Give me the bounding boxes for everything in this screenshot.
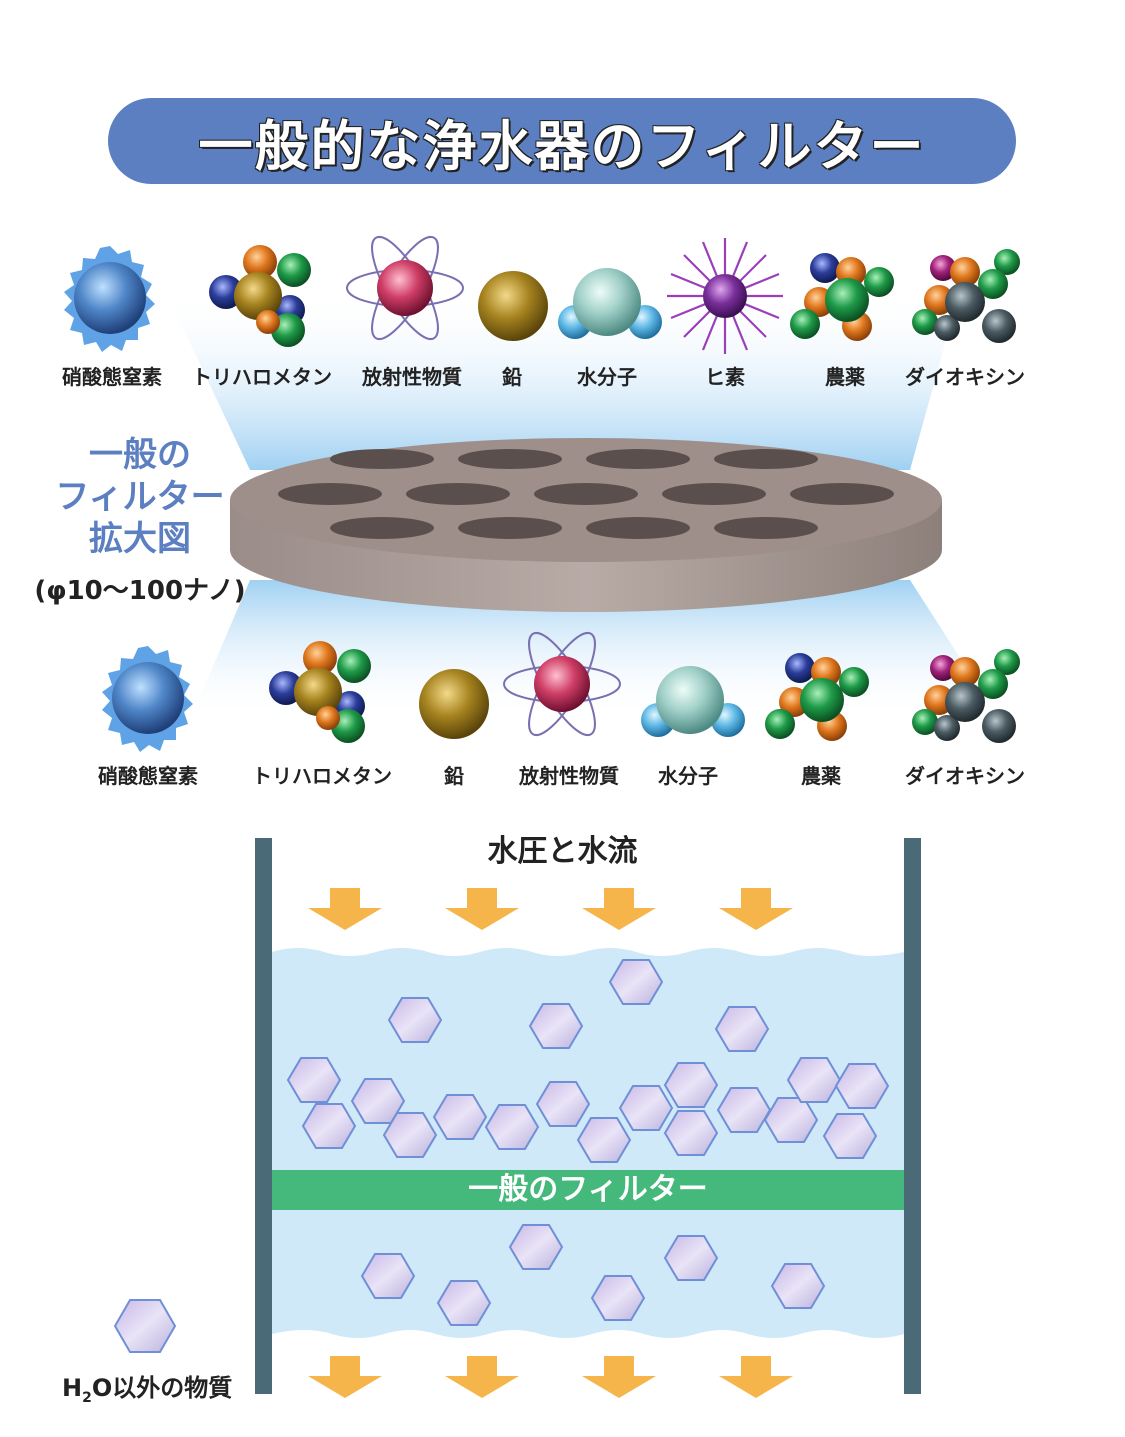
filter-label-line-2: フィルター (55, 477, 225, 517)
filter-label-line-1: 一般の (89, 435, 191, 475)
bottom-label-pesticide: 農薬 (801, 764, 841, 788)
particle (528, 1003, 584, 1049)
particle (301, 1103, 357, 1149)
water-molecule (558, 268, 662, 339)
title-banner: 一般的な浄水器のフィルター (108, 98, 1016, 184)
top-label-radioactive: 放射性物質 (362, 365, 462, 389)
arrow-down-icon (582, 1356, 656, 1398)
particle (576, 1117, 632, 1163)
particle (382, 1112, 438, 1158)
particle (387, 997, 443, 1043)
particle (663, 1110, 719, 1156)
particle (822, 1113, 878, 1159)
particle (834, 1063, 890, 1109)
top-label-lead: 鉛 (502, 365, 522, 389)
arrow-down-icon (445, 1356, 519, 1398)
particle (590, 1275, 646, 1321)
pesticide-molecule (790, 253, 894, 341)
particle (508, 1224, 564, 1270)
filter-label-line-3: 拡大図 (89, 519, 191, 559)
arrow-down-icon (719, 1356, 793, 1398)
radioactive-atom-filtered (503, 631, 621, 737)
particle (350, 1078, 406, 1124)
arrow-down-icon (308, 888, 382, 930)
lead-molecule-filtered (419, 669, 489, 739)
filter-bar-label: 一般のフィルター (468, 1172, 708, 1207)
water-molecule-filtered (641, 666, 745, 737)
bottom-label-trihalomethane: トリハロメタン (252, 764, 392, 788)
particle (436, 1280, 492, 1326)
bottom-label-radioactive: 放射性物質 (519, 764, 619, 788)
bottom-label-water: 水分子 (658, 764, 718, 788)
particle (608, 959, 664, 1005)
radioactive-atom (346, 235, 464, 341)
legend-h: H (62, 1374, 83, 1402)
filter-size-note: (φ10〜100ナノ) (34, 576, 246, 606)
nitrate-molecule-filtered (102, 646, 193, 752)
arrow-down-icon (445, 888, 519, 930)
bottom-label-lead: 鉛 (444, 764, 464, 788)
particle (535, 1081, 591, 1127)
particle (763, 1097, 819, 1143)
bottom-label-nitrate: 硝酸態窒素 (98, 764, 198, 788)
light-beam-top (165, 290, 960, 470)
pesticide-molecule-filtered (765, 653, 869, 741)
filter-magnified-label: 一般の フィルター 拡大図 (20, 434, 260, 560)
left-wall (255, 838, 272, 1394)
particle (770, 1263, 826, 1309)
filter-bar (272, 1170, 904, 1210)
flow-diagram (113, 838, 921, 1398)
top-label-dioxin: ダイオキシン (905, 365, 1025, 389)
dioxin-molecule-filtered (912, 649, 1020, 743)
legend-label: H2O以外の物質 (62, 1368, 232, 1406)
particles (286, 959, 890, 1326)
particle (432, 1094, 488, 1140)
inflow-arrows (308, 888, 793, 930)
top-label-trihalomethane: トリハロメタン (192, 365, 332, 389)
arrow-down-icon (719, 888, 793, 930)
top-label-pesticide: 農薬 (825, 365, 865, 389)
lead-molecule (478, 271, 548, 341)
particle (714, 1006, 770, 1052)
particle (663, 1235, 719, 1281)
outflow-arrows (308, 1356, 793, 1398)
legend-hex-icon (113, 1299, 177, 1353)
top-label-nitrate: 硝酸態窒素 (62, 365, 162, 389)
particle (618, 1085, 674, 1131)
particle (286, 1057, 342, 1103)
nitrate-molecule (64, 246, 155, 352)
top-label-water: 水分子 (577, 365, 637, 389)
arsenic-molecule (667, 238, 783, 354)
particle (360, 1253, 416, 1299)
right-wall (904, 838, 921, 1394)
particle (484, 1104, 540, 1150)
legend-subscript: 2 (82, 1389, 92, 1406)
particle (663, 1062, 719, 1108)
trihalomethane-molecule (209, 245, 311, 347)
filter-holes (278, 449, 894, 539)
filter-disc (230, 438, 942, 612)
top-label-arsenic: ヒ素 (705, 365, 745, 389)
flow-title: 水圧と水流 (487, 834, 638, 869)
dioxin-molecule (912, 249, 1020, 343)
arrow-down-icon (582, 888, 656, 930)
bottom-label-dioxin: ダイオキシン (905, 764, 1025, 788)
arrow-down-icon (308, 1356, 382, 1398)
trihalomethane-molecule-filtered (269, 641, 371, 743)
page-title: 一般的な浄水器のフィルター (198, 114, 926, 178)
legend-text: O以外の物質 (91, 1374, 233, 1402)
